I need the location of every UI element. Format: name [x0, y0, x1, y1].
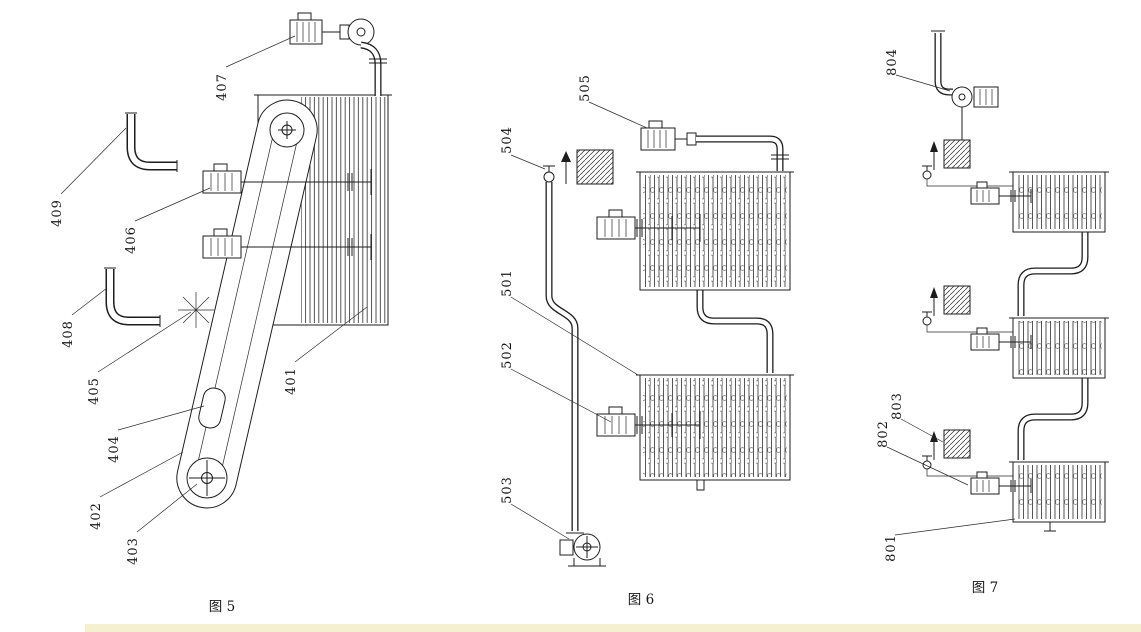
- flow-arrow-icon: [930, 431, 938, 442]
- cascade-tank-bottom: [1009, 461, 1109, 532]
- leader-401: [294, 306, 368, 363]
- part-label-403: 403: [126, 537, 141, 565]
- figure7-drawing: 804 803 802 801 图 7: [876, 30, 1109, 596]
- agitator-lower: [202, 228, 372, 260]
- leader-501: [510, 296, 639, 376]
- leader-406: [134, 187, 211, 222]
- part-label-801: 801: [884, 534, 899, 562]
- cascade-tank-top: [1009, 171, 1109, 233]
- tank-transfer-pipe: [696, 290, 774, 373]
- part-label-407: 407: [215, 73, 230, 101]
- leader-503: [510, 503, 570, 540]
- part-label-408: 408: [61, 320, 76, 348]
- discharge-pump-503: [559, 533, 606, 567]
- leader-804: [895, 74, 951, 92]
- leader-405: [97, 311, 192, 373]
- part-label-802: 802: [876, 420, 891, 448]
- dosing-assembly-bottom: [922, 429, 1013, 477]
- part-label-405: 405: [87, 377, 102, 405]
- part-label-501: 501: [500, 269, 515, 297]
- part-label-402: 402: [89, 502, 104, 530]
- conveyor-window-404: [198, 387, 226, 429]
- part-label-404: 404: [107, 435, 122, 463]
- cascade-pipe-bottom: [1017, 378, 1089, 460]
- leader-407: [225, 35, 296, 68]
- figure5-caption: 图 5: [209, 599, 235, 615]
- leader-403: [136, 483, 198, 533]
- figure6-drawing: 505 504 501 502 503 图 6: [500, 74, 794, 608]
- part-label-502: 502: [500, 341, 515, 369]
- leader-504: [510, 154, 546, 170]
- agitator-top-tank: [970, 181, 1032, 205]
- inlet-pipe-408: [104, 267, 161, 327]
- motor-pump-407: [289, 12, 387, 96]
- part-label-406: 406: [124, 226, 139, 254]
- flow-arrow-icon: [561, 151, 571, 162]
- inlet-pipe-409: [125, 112, 178, 172]
- transfer-pump-804: [931, 30, 999, 140]
- leader-404: [117, 405, 205, 431]
- part-label-505: 505: [578, 74, 593, 102]
- feed-pump-505: [640, 120, 789, 171]
- figure6-leader-lines: [510, 101, 648, 540]
- spray-nozzle-405: [178, 292, 214, 328]
- dosing-assembly-middle: [922, 285, 1013, 333]
- bottom-strip: [85, 624, 1141, 632]
- agitator-middle-tank: [970, 327, 1032, 351]
- part-label-401: 401: [284, 367, 299, 395]
- lower-tank-502: [636, 374, 794, 491]
- leader-803: [900, 418, 944, 443]
- part-label-504: 504: [500, 126, 515, 154]
- leader-408: [71, 287, 108, 316]
- agitator-406: [202, 163, 372, 195]
- head-pulley: [269, 112, 305, 148]
- part-label-503: 503: [500, 476, 515, 504]
- figure7-caption: 图 7: [972, 580, 998, 596]
- figure7-leader-lines: [886, 74, 1016, 536]
- part-label-803: 803: [890, 392, 905, 420]
- leader-801: [894, 518, 1016, 536]
- agitator-bottom-tank: [970, 471, 1032, 495]
- upper-tank-501: [636, 171, 794, 291]
- dosing-assembly-top: [922, 139, 1013, 187]
- leader-502: [510, 368, 612, 423]
- leader-402: [99, 451, 184, 498]
- flow-arrow-icon: [930, 287, 938, 298]
- figure5-leader-lines: [60, 35, 368, 533]
- figure5-drawing: 407 409 406 408 405 404 402 403 401 图 5: [50, 12, 392, 615]
- part-label-409: 409: [50, 199, 65, 227]
- part-label-804: 804: [885, 48, 900, 76]
- leader-505: [588, 101, 648, 129]
- figure6-caption: 图 6: [628, 592, 654, 608]
- flow-arrow-icon: [930, 141, 938, 152]
- dosing-assembly-504: [543, 149, 614, 185]
- leader-409: [60, 127, 127, 195]
- leader-802: [886, 446, 969, 486]
- dosing-drop-pipe: [545, 182, 584, 534]
- upper-tank-agitator: [596, 209, 700, 240]
- cascade-pipe-top: [1017, 232, 1089, 316]
- tail-drum-403: [186, 457, 228, 499]
- cascade-tank-middle: [1009, 317, 1109, 379]
